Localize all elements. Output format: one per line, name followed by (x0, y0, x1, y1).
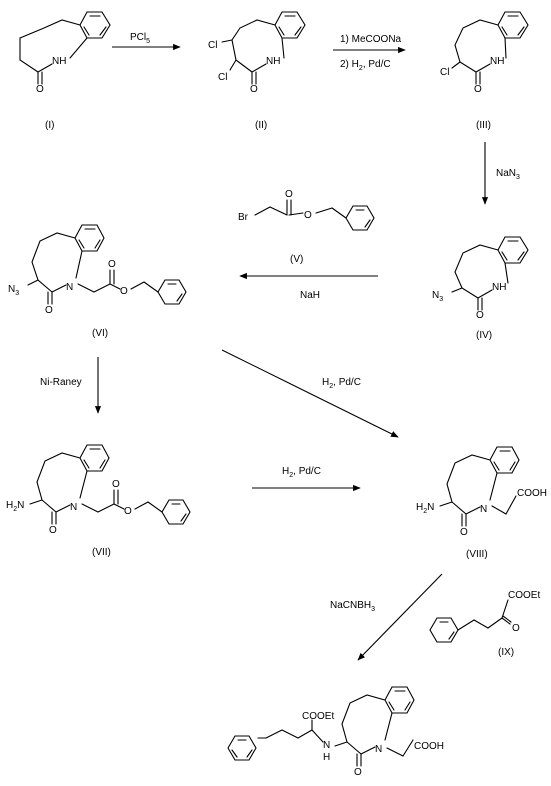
label-compound-vi: (VI) (92, 328, 108, 339)
compound-vi: N N3 O O O (VI) (8, 224, 187, 339)
atom-n3: N3 (8, 284, 19, 297)
reagent-step2-line1: 1) MeCOONa (340, 34, 402, 45)
atom-n: N (480, 504, 487, 515)
atom-n: N (375, 744, 382, 755)
final-product: N O COOH COOEt N H (227, 686, 444, 778)
label-compound-i: (I) (45, 120, 54, 131)
atom-nh: NH (52, 56, 66, 67)
atom-o: O (45, 305, 53, 316)
label-compound-vii: (VII) (92, 547, 111, 558)
atom-cooet: COOEt (302, 711, 334, 722)
reagent-step7: H2, Pd/C (282, 466, 321, 479)
arrow-step8 (357, 573, 443, 661)
atom-br: Br (238, 212, 249, 223)
atom-o: O (49, 525, 57, 536)
reagent-step5: Ni-Raney (40, 377, 82, 388)
atom-n3: N3 (432, 290, 443, 303)
compound-ii: NH Cl Cl O (II) (208, 11, 306, 131)
atom-nh: NH (266, 56, 280, 67)
atom-hn-h: H (323, 752, 330, 763)
compound-viii: N H2N O COOH (VIII) (416, 446, 547, 560)
atom-nh: NH (490, 56, 504, 67)
atom-nh: NH (492, 282, 506, 293)
atom-o: O (108, 259, 116, 270)
label-compound-ii: (II) (255, 120, 267, 131)
atom-h2n: H2N (6, 500, 24, 513)
atom-o: O (124, 506, 132, 517)
atom-o: O (112, 479, 120, 490)
reagent-step8: NaCNBH3 (330, 600, 375, 613)
atom-o: O (512, 623, 520, 634)
arrow-step6 (221, 349, 399, 438)
atom-o: O (304, 210, 312, 221)
compound-ix: COOEt O (IX) (429, 590, 540, 658)
compound-vii: N H2N O O O (VII) (6, 444, 191, 558)
atom-o: O (120, 286, 128, 297)
atom-hn: N (323, 740, 330, 751)
reagent-step1: PCl5 (130, 32, 150, 45)
atom-cooh: COOH (517, 488, 547, 499)
reagent-step2-line2: 2) H2, Pd/C (340, 59, 391, 72)
reagent-step6: H2, Pd/C (322, 377, 361, 390)
atom-o: O (285, 189, 293, 200)
atom-o: O (474, 84, 482, 95)
label-compound-viii: (VIII) (466, 549, 488, 560)
atom-o: O (36, 84, 44, 95)
atom-o: O (354, 767, 362, 778)
label-compound-iv: (IV) (476, 330, 492, 341)
atom-cl: Cl (440, 67, 449, 78)
compound-i: NH O (I) (19, 11, 111, 131)
reagent-step3: NaN3 (496, 168, 520, 181)
compound-iii: NH Cl O (III) (440, 11, 529, 131)
label-compound-ix: (IX) (498, 647, 514, 658)
atom-cl: Cl (218, 72, 227, 83)
atom-o: O (250, 84, 258, 95)
atom-cooet: COOEt (508, 590, 540, 601)
atom-h2n: H2N (416, 502, 434, 515)
compound-v: Br O O (V) (238, 189, 375, 265)
atom-n: N (70, 502, 77, 513)
atom-n: N (66, 282, 73, 293)
atom-o: O (460, 527, 468, 538)
reagent-step4: NaH (300, 290, 320, 301)
atom-cooh: COOH (414, 741, 444, 752)
label-compound-iii: (III) (476, 120, 491, 131)
compound-iv: NH N3 O (IV) (432, 236, 529, 341)
label-compound-v: (V) (290, 254, 303, 265)
atom-o: O (476, 310, 484, 321)
atom-cl: Cl (208, 40, 217, 51)
